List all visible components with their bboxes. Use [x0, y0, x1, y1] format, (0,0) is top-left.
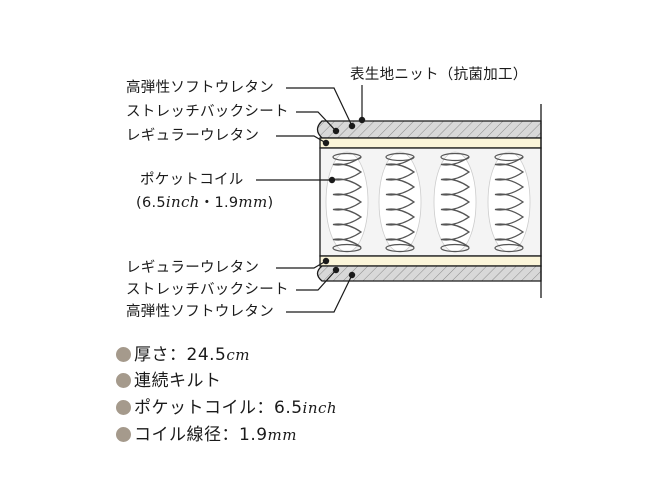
- bullet-icon: [116, 400, 131, 415]
- dot-fabric: [358, 116, 366, 124]
- dot-bottom-high-urethane: [348, 271, 356, 279]
- spec-unit: mm: [267, 426, 297, 444]
- spec-text: ポケットコイル：6.5: [134, 398, 303, 418]
- coil-size-unit-mm: mm: [238, 193, 268, 211]
- spec-text: 連続キルト: [134, 371, 222, 391]
- coil-group: [325, 151, 531, 253]
- leader-dots: [322, 116, 366, 279]
- dot-top-high-urethane: [348, 122, 356, 130]
- coil-bottom-cap: [332, 243, 362, 253]
- coil-size-close: ): [267, 195, 274, 211]
- coil-bottom-cap: [440, 243, 470, 253]
- bullet-icon: [116, 427, 131, 442]
- spec-text: コイル線径：1.9: [134, 425, 268, 445]
- spec-unit: inch: [302, 399, 338, 417]
- spec-item-wire-gauge: コイル線径：1.9mm: [116, 424, 297, 446]
- coil-spring: [385, 156, 416, 248]
- leader-bottom-high-urethane: [286, 274, 353, 313]
- spec-text: 厚さ：24.5: [134, 345, 227, 365]
- bullet-icon: [116, 347, 131, 362]
- dot-bottom-regular-urethane: [322, 257, 330, 265]
- top-regular-urethane-layer: [319, 137, 542, 149]
- spec-item-pocket-coil: ポケットコイル：6.5inch: [116, 397, 337, 419]
- top-leaders: [256, 85, 363, 313]
- spec-item-thickness: 厚さ：24.5cm: [116, 344, 250, 366]
- coil-size-open: (6.5: [136, 195, 166, 211]
- label-coil-size: (6.5inch・1.9mm): [136, 193, 273, 212]
- dot-top-stretch-sheet: [332, 127, 340, 135]
- bullet-icon: [116, 373, 131, 388]
- label-top-regular-urethane: レギュラーウレタン: [126, 128, 260, 144]
- leader-top-high-urethane: [286, 87, 353, 127]
- dot-pocket-coil: [328, 176, 336, 184]
- coil-bottom-cap: [494, 243, 524, 253]
- bottom-regular-urethane-layer: [319, 255, 542, 267]
- label-bottom-high-urethane: 高弾性ソフトウレタン: [126, 304, 274, 320]
- coil-spring: [494, 156, 525, 248]
- dot-top-regular-urethane: [322, 139, 330, 147]
- leader-bottom-regular-urethane: [276, 260, 327, 269]
- spec-item-quilt: 連続キルト: [116, 370, 222, 392]
- leader-bottom-stretch-sheet: [296, 269, 337, 291]
- label-top-stretch-sheet: ストレッチバックシート: [126, 104, 289, 120]
- coil-spring: [332, 156, 363, 248]
- label-bottom-regular-urethane: レギュラーウレタン: [126, 260, 260, 276]
- coil-size-unit-inch: inch: [165, 193, 200, 211]
- coil-bottom-cap: [385, 243, 415, 253]
- dot-bottom-stretch-sheet: [332, 266, 340, 274]
- bottom-fabric-layer: [316, 265, 542, 282]
- label-top-high-urethane: 高弾性ソフトウレタン: [126, 80, 274, 96]
- label-fabric: 表生地ニット（抗菌加工）: [350, 67, 528, 83]
- leader-top-stretch-sheet: [296, 111, 337, 132]
- leader-top-regular-urethane: [276, 135, 327, 144]
- label-bottom-stretch-sheet: ストレッチバックシート: [126, 282, 289, 298]
- coil-spring: [440, 156, 471, 248]
- spec-unit: cm: [226, 346, 250, 364]
- top-layers: [316, 120, 542, 149]
- pocket-coil-section: [319, 147, 542, 257]
- label-pocket-coil: ポケットコイル: [140, 172, 244, 188]
- bottom-layers: [316, 255, 542, 282]
- coil-size-mid: ・1.9: [199, 195, 239, 211]
